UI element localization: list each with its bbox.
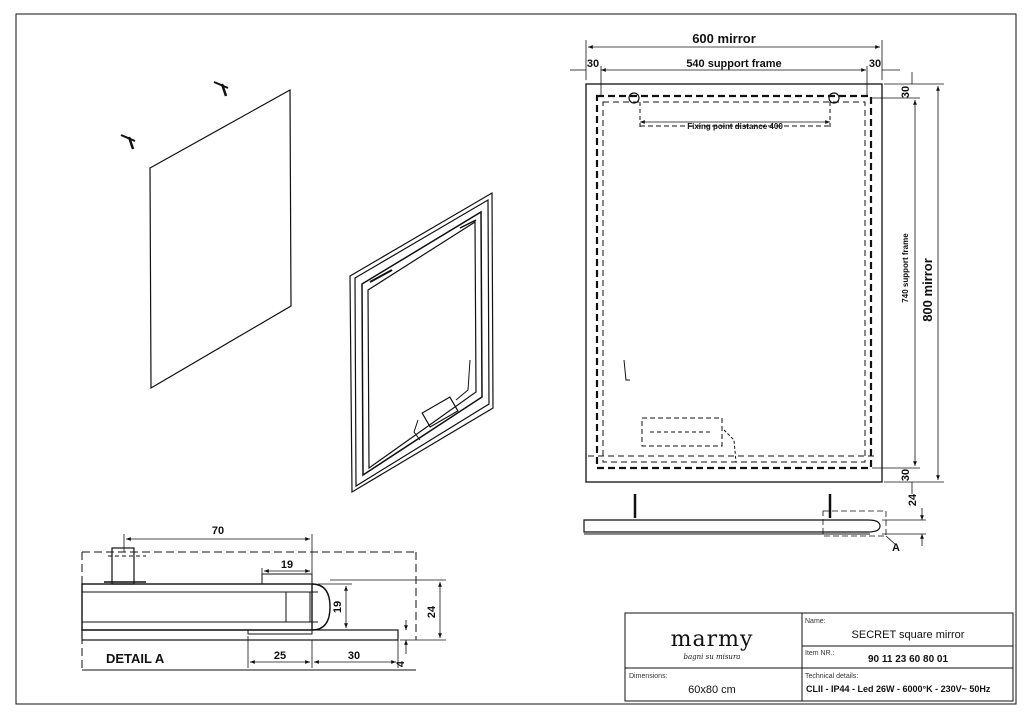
screw-icon — [213, 81, 229, 97]
detail-dim-70: 70 — [212, 525, 224, 537]
brand-logo: marmy — [671, 627, 754, 652]
dimensions-label: Dimensions: — [629, 673, 668, 680]
name-value: SECRET square mirror — [852, 629, 965, 641]
sheet-border — [15, 13, 1017, 705]
detail-marker-label: A — [892, 542, 900, 554]
item-label: Item NR.: — [805, 650, 835, 657]
isometric-mirror-panel — [120, 81, 292, 390]
detail-dim-25: 25 — [274, 650, 286, 662]
detail-a-drawing — [81, 547, 417, 671]
dim-fixing-point: Fixing point distance 400 — [687, 122, 783, 131]
dim-right-margin: 30 — [869, 58, 881, 70]
detail-title: DETAIL A — [106, 651, 165, 666]
screw-icon — [120, 134, 136, 150]
detail-dim-30: 30 — [348, 650, 360, 662]
isometric-back-frame — [349, 191, 494, 494]
detail-dim-4: 4 — [395, 660, 407, 667]
dim-left-margin: 30 — [587, 58, 599, 70]
dim-bottom-margin: 30 — [900, 469, 912, 481]
technical-value: CLII - IP44 - Led 26W - 6000°K - 230V~ 5… — [806, 684, 991, 694]
detail-dim-19-side: 19 — [332, 601, 344, 613]
dim-top-margin: 30 — [900, 86, 912, 98]
name-label: Name: — [805, 618, 826, 625]
detail-a-dimension-lines — [123, 534, 446, 668]
front-view — [585, 83, 883, 483]
detail-dim-24: 24 — [426, 605, 438, 618]
dim-support-frame-height: 740 support frame — [901, 233, 910, 303]
dim-support-frame-width: 540 support frame — [686, 58, 781, 70]
dim-overall-height: 800 mirror — [920, 258, 935, 322]
dim-side-depth: 24 — [907, 493, 919, 506]
detail-dim-19-top: 19 — [281, 559, 293, 571]
dim-overall-width: 600 mirror — [692, 31, 756, 46]
front-dimension-lines — [570, 40, 944, 546]
dimensions-value: 60x80 cm — [688, 684, 736, 696]
title-block — [624, 612, 1014, 702]
brand-tagline: bagni su misura — [684, 653, 741, 661]
side-view — [583, 494, 897, 546]
item-value: 90 11 23 60 80 01 — [868, 654, 949, 665]
technical-label: Technical details: — [805, 673, 858, 680]
